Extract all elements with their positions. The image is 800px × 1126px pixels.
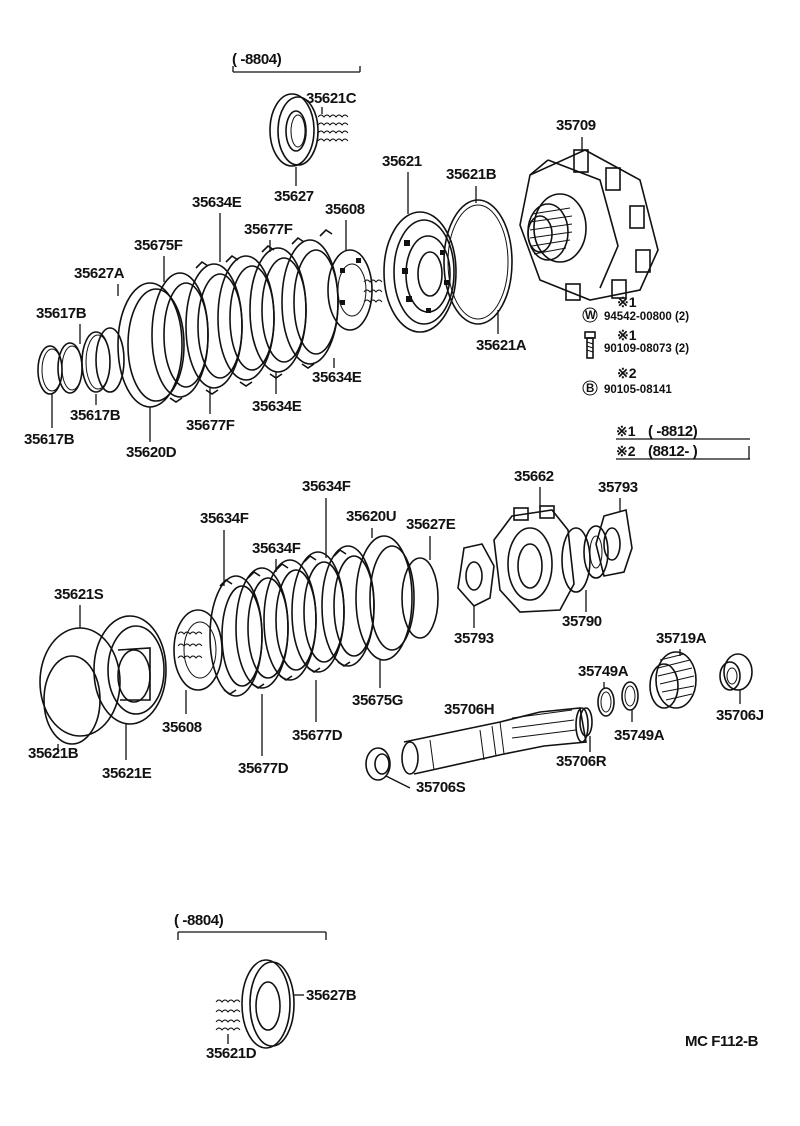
label-35677D-b: 35677D — [292, 727, 343, 744]
part-35621B-top-seal — [443, 199, 513, 325]
range-label-top: ( -8804) — [232, 51, 282, 68]
label-35608-bot: 35608 — [162, 719, 202, 736]
label-35617B-b: 35617B — [70, 407, 121, 424]
label-35662: 35662 — [514, 468, 554, 485]
label-35627: 35627 — [274, 188, 314, 205]
label-35790: 35790 — [562, 613, 602, 630]
range-bracket-top: ( -8804) — [232, 51, 361, 73]
label-35621: 35621 — [382, 153, 422, 170]
label-35706S: 35706S — [416, 779, 466, 796]
w-symbol: W — [585, 310, 596, 322]
b-symbol: B — [586, 383, 594, 395]
note1a: ※1 — [617, 294, 637, 310]
range-bracket-bottom: ( -8804) — [174, 912, 327, 940]
note2: ※2 — [617, 365, 637, 381]
upper-clutch-pack — [37, 228, 383, 408]
label-35706H: 35706H — [444, 701, 494, 718]
part-35709-clutch-drum — [519, 149, 659, 301]
part-35621-piston — [383, 211, 457, 333]
legend-range1: ( -8812) — [648, 423, 698, 440]
label-35621S: 35621S — [54, 586, 104, 603]
label-35634F-b: 35634F — [252, 540, 301, 557]
label-35634E-b: 35634E — [252, 398, 302, 415]
label-35621E: 35621E — [102, 765, 152, 782]
part-35749A-rings — [597, 681, 639, 717]
bolt-icon — [584, 331, 596, 359]
washer-symbol — [582, 307, 598, 323]
legend-range2: (8812- ) — [648, 443, 698, 460]
label-35617B-c: 35617B — [24, 431, 75, 448]
washer-part: 94542-00800 (2) — [604, 311, 689, 323]
date-legend: ※1 ( -8812) ※2 (8812- ) — [616, 423, 750, 460]
label-35709: 35709 — [556, 117, 596, 134]
range-label-bottom: ( -8804) — [174, 912, 224, 929]
part-35621E-piston — [39, 615, 167, 745]
label-35621B-bot: 35621B — [28, 745, 79, 762]
label-35621C: 35621C — [306, 90, 357, 107]
label-35617B-a: 35617B — [36, 305, 87, 322]
label-35620D: 35620D — [126, 444, 177, 461]
label-35675G: 35675G — [352, 692, 403, 709]
legend-mark1: ※1 — [616, 423, 636, 439]
label-35608-top: 35608 — [325, 201, 365, 218]
label-35634F-a: 35634F — [200, 510, 249, 527]
part-35706S-washer — [365, 747, 391, 781]
part-35719A-gear — [649, 651, 697, 709]
label-35620U: 35620U — [346, 508, 396, 525]
label-35677D-a: 35677D — [238, 760, 289, 777]
label-35675F: 35675F — [134, 237, 183, 254]
part-35608-lower-hub — [173, 609, 223, 691]
label-35749A-b: 35749A — [614, 727, 665, 744]
part-35627-retainer — [269, 93, 319, 167]
part-35621D-springs — [215, 999, 241, 1031]
legend-mark2: ※2 — [616, 443, 636, 459]
label-35627A: 35627A — [74, 265, 125, 282]
label-35627B: 35627B — [306, 987, 357, 1004]
label-35627E: 35627E — [406, 516, 456, 533]
part-35706H-shaft — [401, 707, 589, 775]
bushing-symbol — [582, 380, 598, 396]
part-35706R-ring — [579, 707, 593, 737]
bushing-part: 90105-08141 — [604, 384, 672, 396]
label-35634E-a: 35634E — [192, 194, 242, 211]
label-35706J: 35706J — [716, 707, 764, 724]
label-35793-a: 35793 — [454, 630, 494, 647]
bolt-part: 90109-08073 (2) — [604, 343, 689, 355]
label-35677F-a: 35677F — [244, 221, 293, 238]
fastener-legend: ※1 W 94542-00800 (2) ※1 90109-08073 (2) … — [582, 294, 689, 396]
part-35662-hub — [493, 505, 575, 613]
label-35634E-c: 35634E — [312, 369, 362, 386]
label-35621B-top: 35621B — [446, 166, 497, 183]
part-35793-plate-b — [595, 508, 633, 577]
part-35793-plate-a — [457, 543, 495, 607]
part-35627B-retainer — [241, 959, 295, 1049]
label-35621A: 35621A — [476, 337, 527, 354]
label-35719A: 35719A — [656, 630, 707, 647]
label-35634F-c: 35634F — [302, 478, 351, 495]
part-35790-bearing — [561, 525, 609, 593]
note1b: ※1 — [617, 327, 637, 343]
label-35677F-b: 35677F — [186, 417, 235, 434]
label-35706R: 35706R — [556, 753, 607, 770]
label-35621D: 35621D — [206, 1045, 257, 1062]
label-35749A-a: 35749A — [578, 663, 629, 680]
part-35706J-bushing — [719, 653, 753, 691]
figure-code: MC F112-B — [685, 1033, 759, 1050]
lower-clutch-plates — [209, 535, 439, 697]
part-35621C-springs — [317, 107, 349, 142]
label-35793-b: 35793 — [598, 479, 638, 496]
